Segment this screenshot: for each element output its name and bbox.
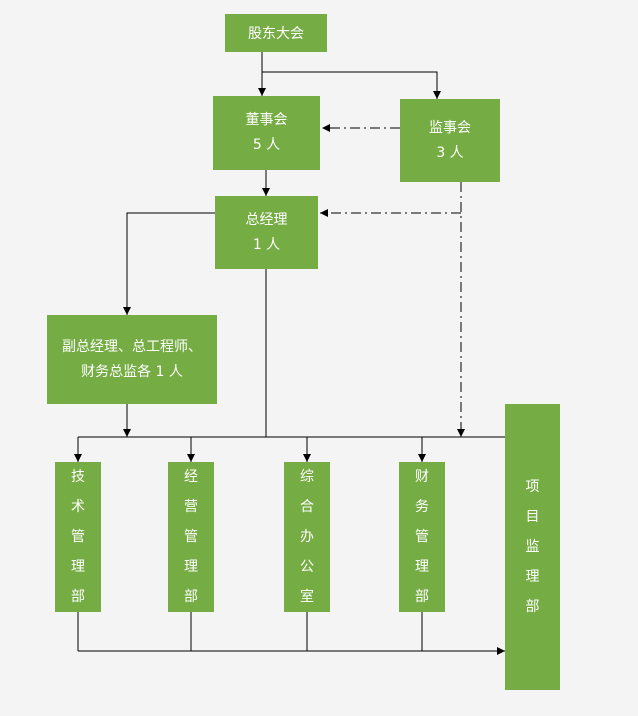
- node-board-of-directors: 董事会 5 人: [213, 96, 320, 170]
- edge-gm-deputies: [123, 212, 215, 315]
- node-dept-project-supervision: 项 目 监 理 部: [505, 404, 560, 690]
- node-dept-business-management: 经 营 管 理 部: [168, 462, 214, 612]
- edges-depts-to-bottom-bus: [77, 612, 423, 651]
- node-supervisory-board: 监事会 3 人: [400, 99, 500, 182]
- dashdot-edges: [320, 124, 465, 437]
- edge-shareholders-supervisors: [262, 71, 441, 99]
- node-dept-general-office: 综 合 办 公 室: [284, 462, 330, 612]
- node-dept-finance-management: 财 务 管 理 部: [399, 462, 445, 612]
- node-deputy-managers: 副总经理、总工程师、 财务总监各 1 人: [47, 315, 217, 404]
- node-general-manager: 总经理 1 人: [215, 196, 318, 269]
- node-dept-technical-management: 技 术 管 理 部: [55, 462, 101, 612]
- solid-edges: [74, 52, 505, 655]
- node-shareholders-meeting: 股东大会: [225, 14, 327, 52]
